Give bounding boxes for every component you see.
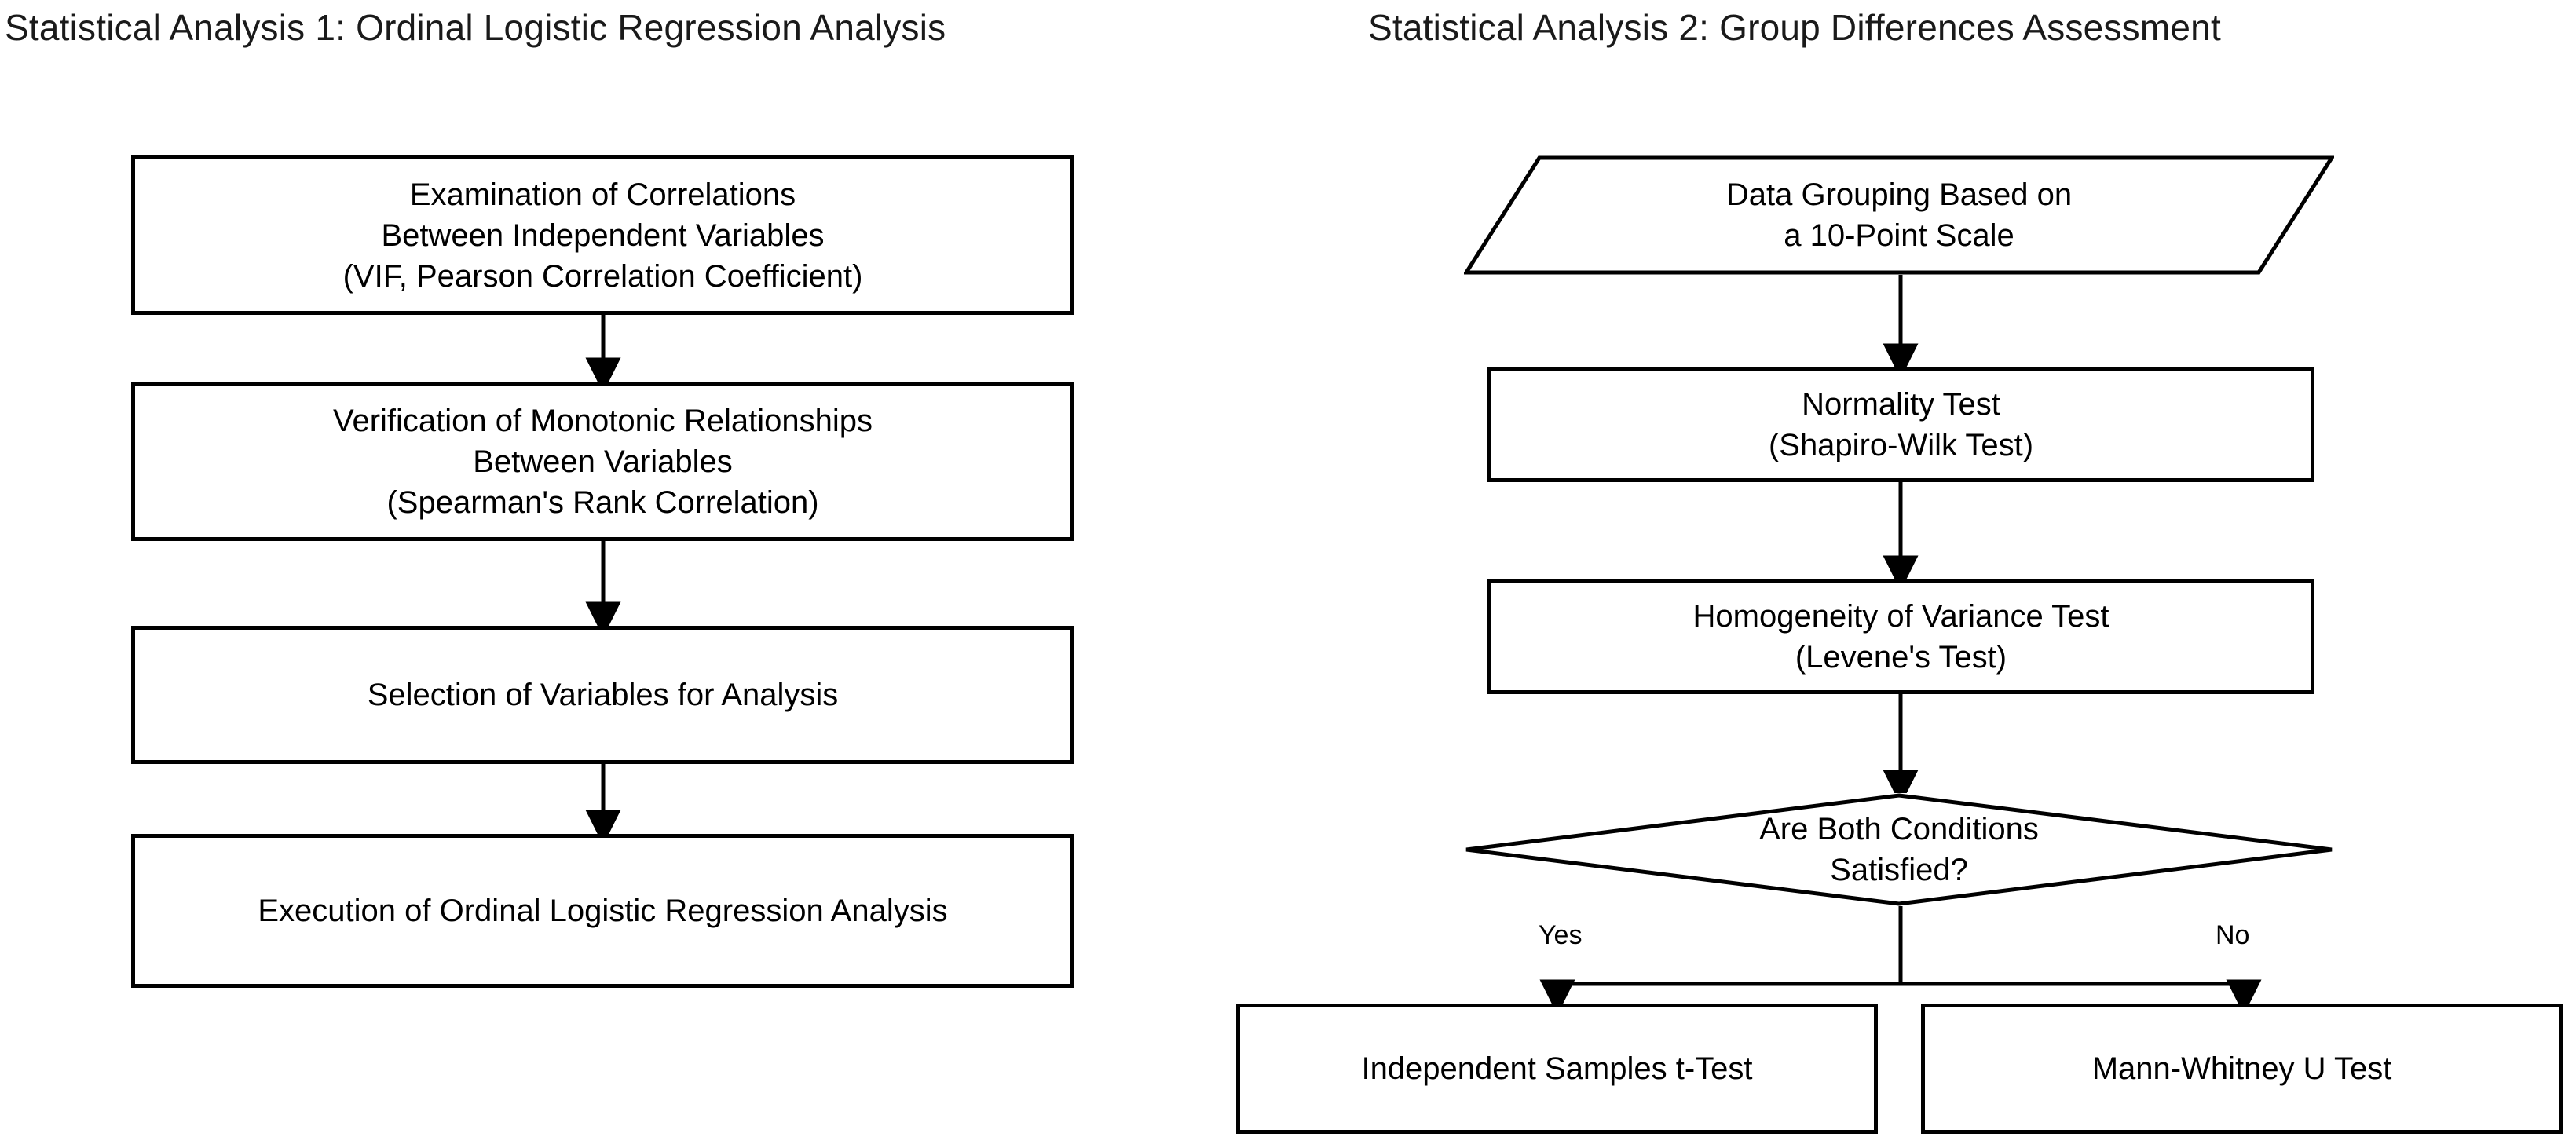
branch-label-yes: Yes (1539, 920, 1583, 950)
node-execution-of-ordinal-logistic-regression[interactable]: Execution of Ordinal Logistic Regression… (131, 834, 1074, 988)
node-label: Execution of Ordinal Logistic Regression… (258, 894, 948, 928)
node-verification-of-monotonic-relationships[interactable]: Verification of Monotonic Relationships … (131, 382, 1074, 541)
node-label: Homogeneity of Variance Test (Levene's T… (1692, 599, 2109, 675)
panel-title-analysis-1: Statistical Analysis 1: Ordinal Logistic… (5, 7, 946, 48)
node-label: Independent Samples t-Test (1361, 1051, 1753, 1086)
node-label: Mann-Whitney U Test (2091, 1051, 2392, 1086)
node-selection-of-variables[interactable]: Selection of Variables for Analysis (131, 626, 1074, 764)
panel-title-analysis-2: Statistical Analysis 2: Group Difference… (1368, 7, 2221, 48)
decision-diamond-shape (1464, 793, 2334, 906)
node-label: Verification of Monotonic Relationships … (332, 403, 873, 520)
node-normality-test[interactable]: Normality Test (Shapiro-Wilk Test) (1487, 367, 2314, 482)
node-data-grouping[interactable]: Data Grouping Based on a 10-Point Scale (1464, 155, 2334, 275)
node-independent-samples-t-test[interactable]: Independent Samples t-Test (1236, 1004, 1878, 1134)
branch-label-no: No (2216, 920, 2250, 950)
node-mann-whitney-u-test[interactable]: Mann-Whitney U Test (1921, 1004, 2563, 1134)
node-are-both-conditions-satisfied[interactable]: Are Both Conditions Satisfied? (1464, 793, 2334, 906)
node-examination-of-correlations[interactable]: Examination of Correlations Between Inde… (131, 155, 1074, 315)
node-label: Normality Test (Shapiro-Wilk Test) (1768, 387, 2034, 462)
node-label: Data Grouping Based on a 10-Point Scale (1725, 177, 2073, 253)
node-label: Examination of Correlations Between Inde… (342, 177, 863, 294)
node-label: Selection of Variables for Analysis (367, 678, 839, 712)
node-label: Are Both Conditions Satisfied? (1759, 812, 2039, 887)
parallelogram-shape (1464, 155, 2334, 275)
node-homogeneity-of-variance-test[interactable]: Homogeneity of Variance Test (Levene's T… (1487, 579, 2314, 694)
